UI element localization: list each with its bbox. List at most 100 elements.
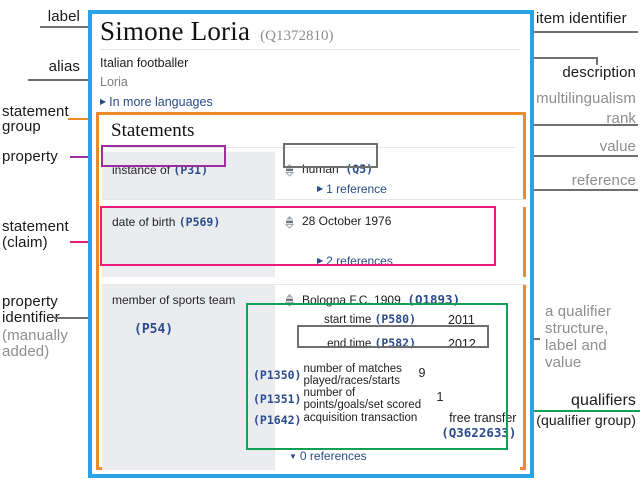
statement-divider [102, 199, 526, 200]
item-alias[interactable]: Loria [100, 75, 128, 89]
leader-line-property [70, 156, 102, 158]
annotation-qualifiers: qualifiers [570, 392, 636, 409]
annotation-qualifier-struct-4: value [545, 354, 582, 371]
highlight-value [283, 143, 378, 168]
chevron-down-icon: ▼ [289, 452, 297, 461]
qualifier-property-id: (P1350) [253, 368, 302, 382]
qualifier-value-id: (Q3622633) [441, 425, 517, 440]
annotation-property-identifier-note2: added) [2, 343, 50, 360]
annotation-qualifier-struct-3: label and [545, 337, 607, 354]
property-id: (P569) [178, 215, 221, 229]
qualifier-value: free transfer [449, 411, 517, 425]
qualifier-property-id: (P582) [374, 336, 416, 350]
references-toggle[interactable]: ▶1 reference [275, 182, 520, 196]
highlight-qualifier [297, 325, 489, 348]
qualifier-value: 9 [418, 366, 426, 380]
in-more-languages-toggle[interactable]: ▶In more languages [96, 89, 524, 109]
chevron-right-icon: ▶ [100, 97, 107, 106]
annotation-property: property [2, 148, 58, 165]
qualifier-row[interactable]: (P1642) acquisition transaction free tra… [253, 412, 523, 440]
item-description[interactable]: Italian footballer [100, 56, 189, 70]
qualifier-label-group: end time (P582) [304, 336, 420, 351]
qualifier-value: 1 [436, 390, 444, 404]
leader-line-description-elbow [596, 57, 598, 65]
leader-line-statement-group [68, 118, 100, 120]
value-line: 28 October 1976 [275, 207, 520, 234]
item-header: Simone Loria (Q1372810) Italian football… [96, 16, 524, 109]
annotation-qualifier-struct-2: structure, [545, 320, 609, 337]
leader-line-statement [70, 241, 102, 243]
item-identifier[interactable]: (Q1372810) [260, 28, 334, 44]
leader-line-label [40, 26, 92, 28]
leader-line-qualifiers [508, 410, 640, 412]
annotation-rank: rank [606, 110, 636, 127]
statement-value-cell: Bologna F.C. 1909 (Q1893) [275, 285, 520, 470]
annotation-statement-line2: (claim) [2, 234, 48, 251]
title-row: Simone Loria (Q1372810) [96, 16, 524, 46]
statement-row: instance of (P31) human (Q5) [102, 155, 520, 199]
annotation-multilingualism: multilingualism [536, 90, 636, 107]
annotation-value: value [599, 138, 636, 155]
value-label: 28 October 1976 [302, 214, 392, 228]
property-id: (P54) [134, 322, 174, 337]
statements-divider [107, 147, 515, 148]
qualifier-label-group: start time (P580) [304, 312, 420, 327]
annotation-item-identifier: item identifier [536, 10, 627, 27]
annotation-property-identifier-line2: identifier [2, 309, 60, 326]
normal-rank-icon[interactable] [283, 215, 296, 234]
statement-row: member of sports team (P54) [102, 285, 520, 470]
qualifier-label: number of points/goals/set scored [303, 387, 422, 411]
statement-property-cell: instance of (P31) [102, 155, 275, 199]
annotation-property-identifier-note1: (manually [2, 327, 68, 344]
references-toggle[interactable]: ▼0 references [289, 449, 367, 464]
statement-group-box: Statements instance of (P31) [96, 112, 526, 470]
annotation-qualifier-struct-1: a qualifier [545, 303, 612, 320]
statement-value-cell: human (Q5) ▶1 reference [275, 155, 520, 199]
annotation-label: label [47, 8, 80, 25]
qualifier-value: 2011 [448, 313, 475, 327]
in-more-languages-label: In more languages [109, 95, 213, 109]
value-link[interactable]: human (Q5) [302, 162, 373, 177]
highlight-property [101, 145, 226, 167]
qualifier-label: number of matches played/races/starts [303, 363, 402, 387]
qualifier-value-group: free transfer (Q3622633) [428, 412, 516, 440]
title-divider [100, 49, 520, 50]
annotation-property-identifier-line1: property [2, 293, 58, 310]
chevron-right-icon: ▶ [317, 184, 324, 193]
statements-heading: Statements [111, 120, 195, 141]
qualifier-label: start time [323, 314, 372, 326]
annotation-reference: reference [571, 172, 636, 189]
statement-gap [102, 199, 526, 207]
annotation-description: description [562, 64, 636, 81]
references-count: 1 reference [326, 182, 387, 196]
annotation-alias: alias [48, 58, 80, 75]
annotation-statement-group-line1: statement [2, 103, 69, 120]
property-link[interactable]: date of birth (P569) [112, 215, 275, 230]
page-title: Simone Loria [100, 16, 251, 46]
qualifier-row[interactable]: (P1351) number of points/goals/set score… [253, 387, 523, 411]
chevron-right-icon: ▶ [317, 256, 324, 265]
property-link[interactable]: member of sports team [112, 293, 275, 308]
statement-gap [102, 277, 526, 285]
qualifier-property-id: (P1351) [253, 392, 302, 406]
value-id: (Q5) [345, 162, 374, 176]
annotation-statement-line1: statement [2, 218, 69, 235]
highlight-statement [100, 206, 496, 266]
value-label: human [302, 162, 339, 176]
statement-divider [102, 284, 526, 285]
property-label: date of birth [112, 215, 176, 229]
qualifier-label: end time [327, 338, 372, 350]
property-id-annotation: (P54) [112, 308, 275, 337]
qualifier-property-id: (P580) [374, 312, 416, 326]
value-text[interactable]: 28 October 1976 [302, 214, 391, 229]
highlight-qualifier-group [246, 303, 508, 450]
leader-line-alias [28, 79, 92, 81]
annotation-statement-group-line2: group [2, 118, 41, 135]
qualifier-row[interactable]: (P1350) number of matches played/races/s… [253, 363, 523, 387]
qualifier-row[interactable]: start time (P580) 2011 [304, 312, 519, 327]
references-count: 0 references [299, 449, 367, 463]
leader-line-property-identifier [54, 317, 102, 319]
value-line: human (Q5) [275, 155, 520, 182]
qualifier-property-id: (P1642) [253, 413, 302, 427]
